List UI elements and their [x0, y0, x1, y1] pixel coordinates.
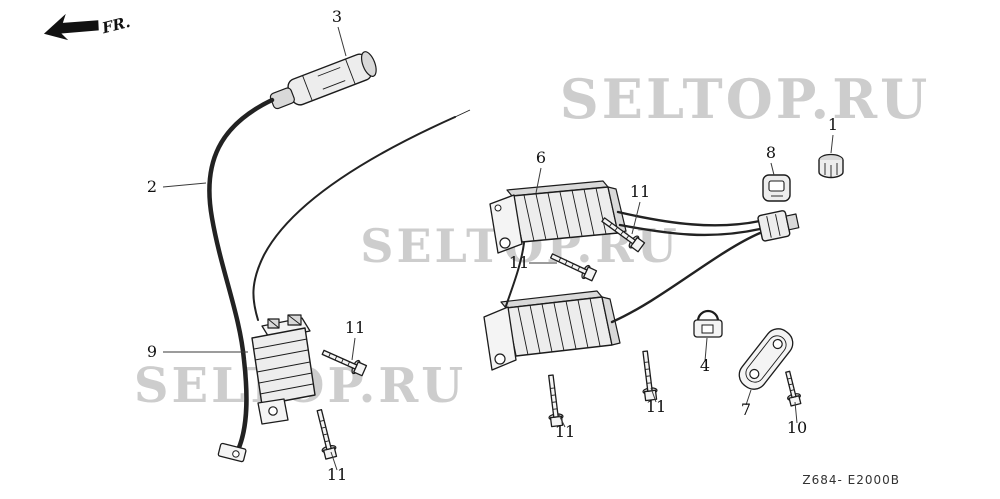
unit-laminations: [523, 187, 607, 242]
callout-10: 10: [787, 418, 807, 437]
callout-1: 1: [828, 115, 838, 134]
watermark-top: SELTOP.RU: [560, 67, 930, 131]
unit2-laminations: [517, 297, 601, 356]
callout-7: 7: [741, 400, 751, 419]
fr-label: FR.: [99, 13, 132, 38]
callout-11c: 11: [345, 318, 365, 337]
callout-6: 6: [536, 148, 546, 167]
harness-connector: [757, 210, 800, 242]
wire-harness: [505, 210, 800, 324]
lead-tip: [454, 109, 471, 118]
bolt-a: [601, 217, 646, 253]
unit-end-cap: [607, 186, 627, 234]
rubber-cap: [762, 174, 791, 202]
plug-cable: [207, 97, 471, 463]
callout-11b: 11: [509, 253, 529, 272]
high-tension-lead: [252, 116, 456, 321]
cdi-unit-bottom: [483, 290, 621, 371]
coil-bottom-tab: [257, 398, 289, 425]
callout-2: 2: [147, 177, 157, 196]
coil-laminations: [253, 338, 314, 395]
bracket-stay: [738, 328, 794, 390]
callouts: 3 2 9 6 11 11 1 8 11 4 7 10 11 11 11: [147, 7, 838, 484]
callout-11a: 11: [630, 182, 650, 201]
coil-core: [251, 327, 316, 406]
leader-lines: [162, 26, 834, 471]
unit2-mount-bracket: [483, 306, 517, 371]
bolt-d: [642, 350, 658, 402]
callout-11d: 11: [646, 397, 666, 416]
cdi-unit-top: [489, 180, 627, 254]
bolt-b: [549, 253, 598, 282]
callout-11f: 11: [327, 465, 347, 484]
spark-plug-cap: [269, 51, 377, 110]
ignition-coil-left: [251, 314, 316, 425]
callout-8: 8: [766, 143, 776, 162]
bolt-c: [321, 349, 368, 377]
flange-bolt-10: [785, 370, 802, 407]
unit-mount-bracket: [489, 194, 523, 254]
bolt-e: [548, 374, 564, 428]
callout-11e: 11: [555, 422, 575, 441]
cable-terminal: [217, 442, 247, 463]
callout-9: 9: [147, 342, 157, 361]
wire-clamp: [693, 309, 723, 338]
fr-direction-arrow: FR.: [43, 13, 132, 41]
callout-4: 4: [700, 356, 710, 375]
grommet-nut: [818, 153, 844, 179]
bolt-f: [316, 409, 338, 460]
unit2-end-cap: [601, 296, 621, 346]
diagram-part-code: Z684- E2000B: [802, 473, 900, 487]
fr-arrow-icon: [43, 13, 99, 41]
callout-3: 3: [332, 7, 342, 26]
